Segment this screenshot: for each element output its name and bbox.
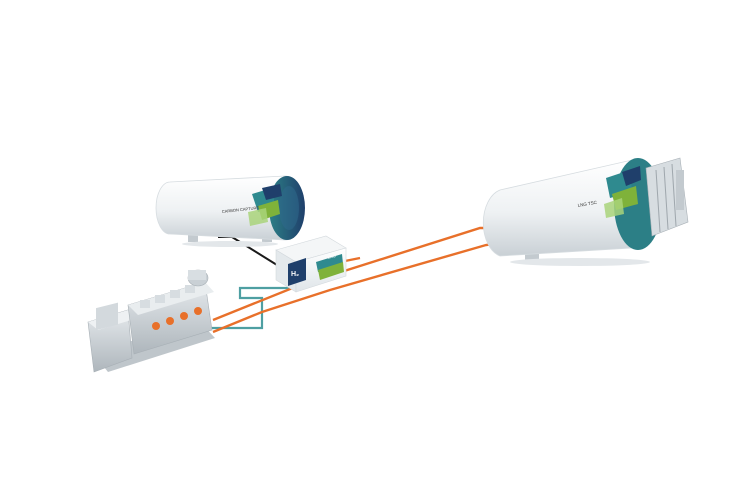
cold-box xyxy=(645,157,689,237)
cylinder-heads xyxy=(140,285,195,308)
h2-lng-module: H₂ LNG xyxy=(275,235,347,293)
carbon-tank-label: CARBON CAPTURE xyxy=(222,205,260,214)
orange-ports xyxy=(152,307,202,330)
generator-panel xyxy=(96,302,118,331)
lng-fuel-tank: LNG TSC xyxy=(482,157,689,266)
lng-module-label: LNG xyxy=(327,253,336,260)
engine-genset xyxy=(87,269,215,373)
carbon-capture-tank: CARBON CAPTURE xyxy=(155,175,305,247)
h2-label: H₂ xyxy=(291,271,299,278)
h2-pipe xyxy=(205,286,290,330)
lng-tank-label: LNG TSC xyxy=(577,200,598,208)
